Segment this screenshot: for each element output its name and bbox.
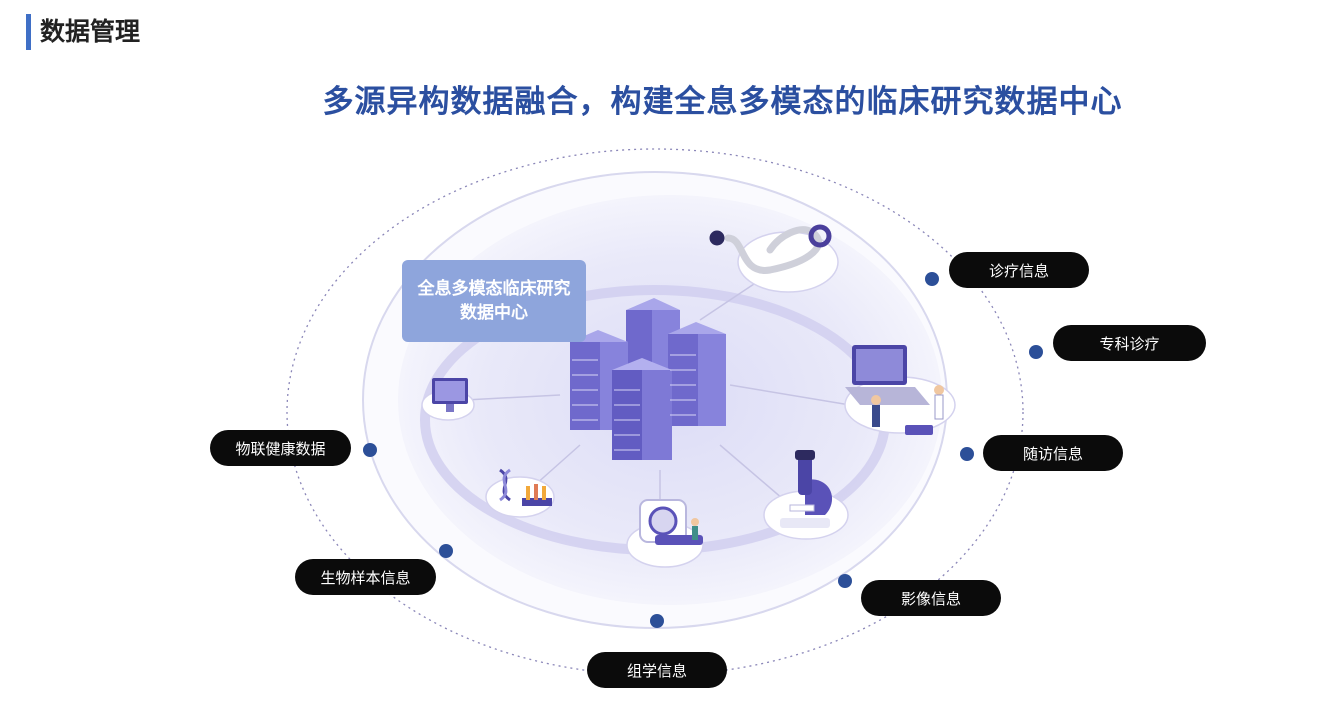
stethoscope-icon xyxy=(709,224,832,274)
section-accent-bar xyxy=(26,14,31,50)
category-pill-imaging: 影像信息 xyxy=(861,580,1001,616)
laptop-icon xyxy=(845,345,944,435)
category-pill-diagnosis: 诊疗信息 xyxy=(949,252,1089,288)
category-pill-specialty: 专科诊疗 xyxy=(1053,325,1206,361)
mri-scanner-icon xyxy=(639,499,703,545)
monitor-icon xyxy=(432,378,468,412)
category-pill-followup: 随访信息 xyxy=(983,435,1123,471)
dna-test-tubes-icon xyxy=(499,468,552,506)
orbit-dots xyxy=(363,272,1043,628)
page-headline: 多源异构数据融合，构建全息多模态的临床研究数据中心 xyxy=(322,84,1123,120)
data-center-label: 全息多模态临床研究数据中心 xyxy=(417,279,571,323)
microscope-icon xyxy=(780,450,833,528)
section-title: 数据管理 xyxy=(40,17,141,46)
category-pill-iot-health: 物联健康数据 xyxy=(210,430,351,466)
category-pill-biosample: 生物样本信息 xyxy=(295,559,436,595)
connector-lines xyxy=(464,279,851,510)
server-rack-group xyxy=(570,298,726,460)
category-pill-omics: 组学信息 xyxy=(587,652,727,688)
data-center-card: 全息多模态临床研究数据中心 xyxy=(402,260,586,342)
